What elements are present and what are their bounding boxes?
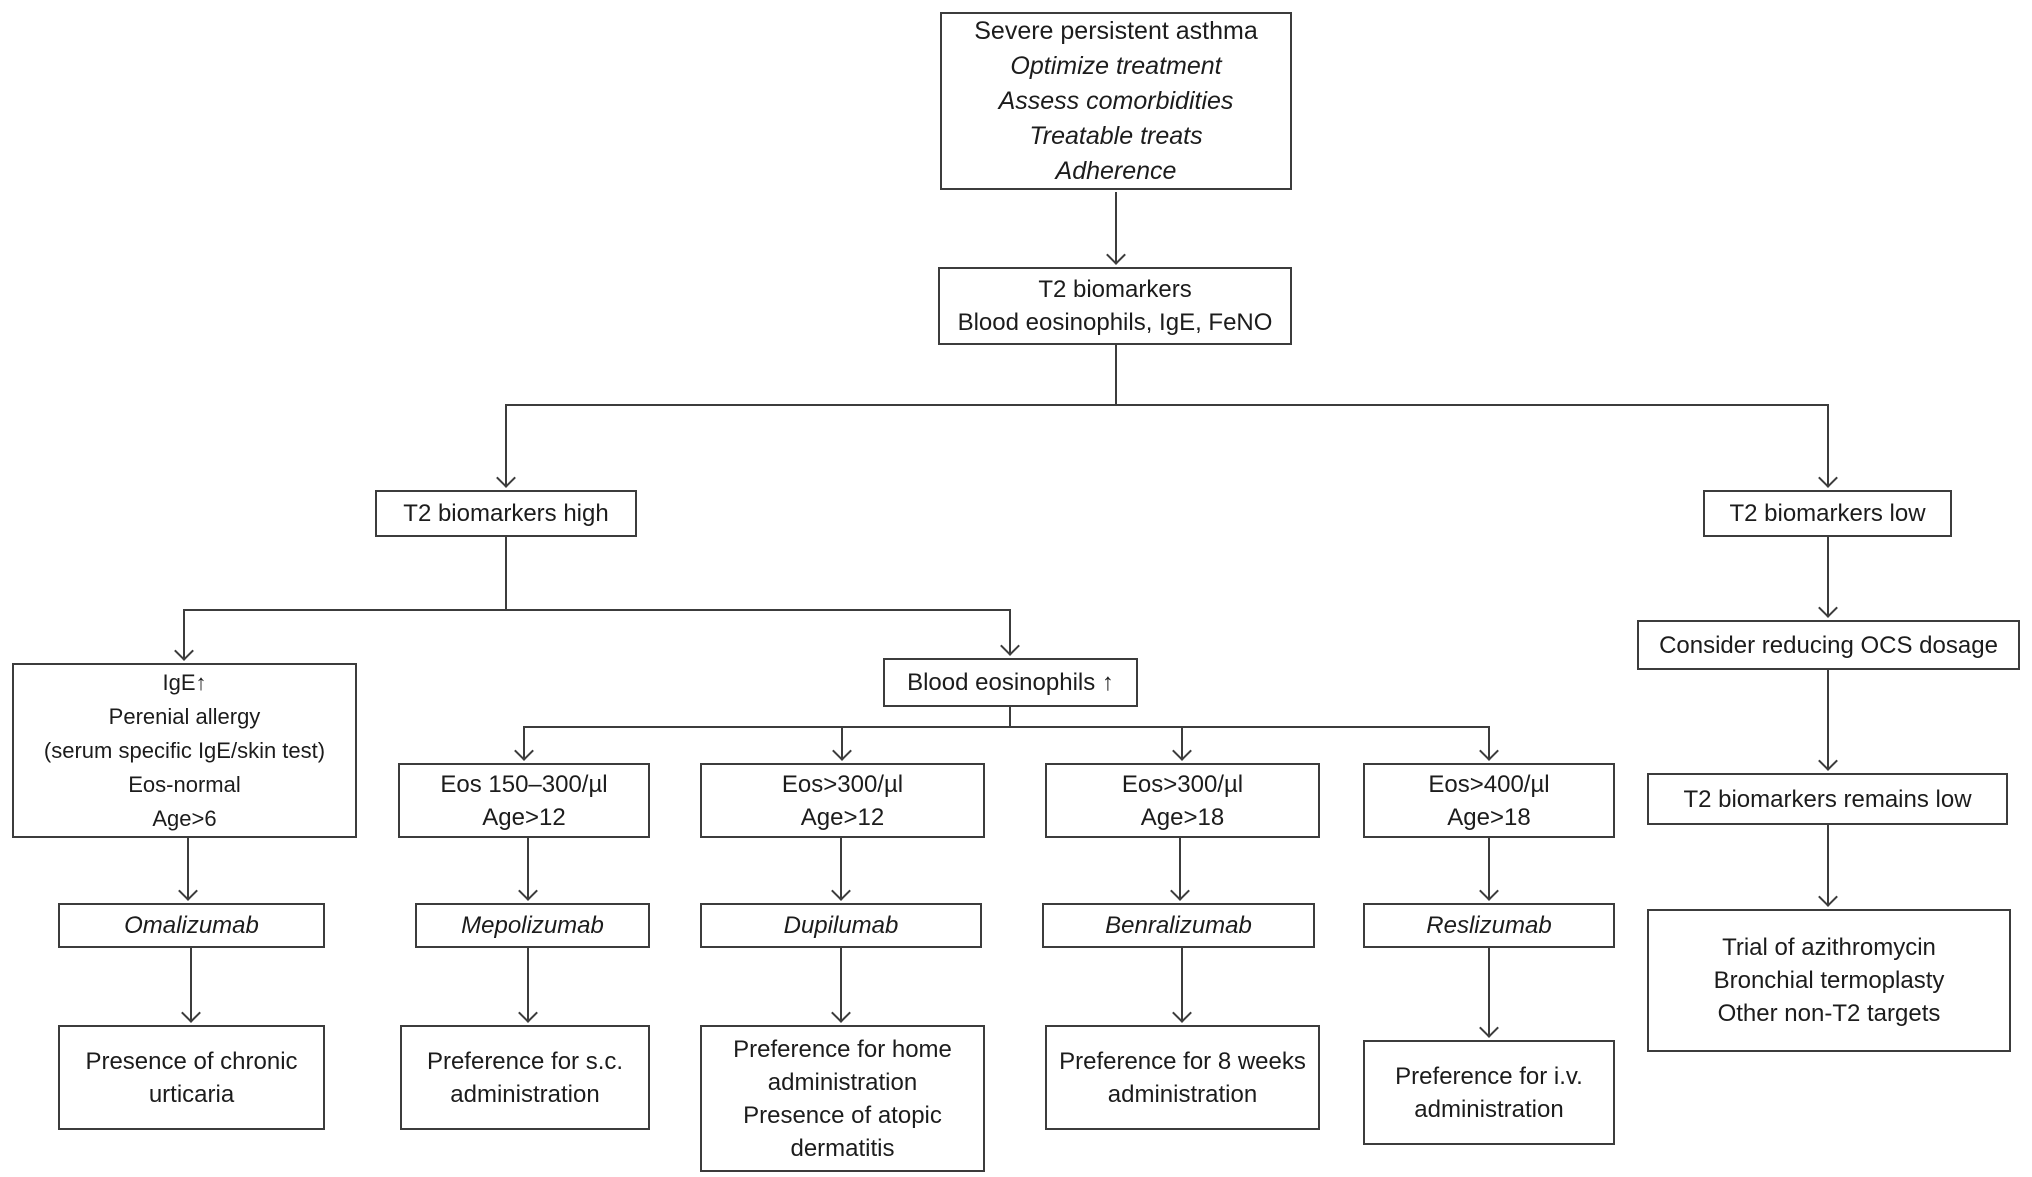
arrow-down-icon — [173, 641, 194, 662]
arrow-down-icon — [1105, 245, 1126, 266]
flow-line-vertical — [1487, 948, 1491, 1036]
arrow-down-icon — [1171, 741, 1192, 762]
node-non-t2-options: Trial of azithromycin Bronchial termopla… — [1647, 909, 2011, 1052]
node-title: Severe persistent asthma — [974, 16, 1258, 45]
flow-line-vertical — [1180, 948, 1184, 1021]
arrow-down-icon — [495, 468, 516, 489]
flow-line-vertical — [840, 727, 844, 759]
node-t2-biomarkers: T2 biomarkers Blood eosinophils, IgE, Fe… — [938, 267, 1292, 345]
flow-line-vertical — [1826, 670, 1830, 769]
flow-line-vertical — [1178, 838, 1182, 899]
node-t2-remains-low: T2 biomarkers remains low — [1647, 773, 2008, 825]
flow-line-vertical — [1114, 192, 1118, 263]
node-outcome-8-weeks: Preference for 8 weeks administration — [1045, 1025, 1320, 1130]
arrow-down-icon — [1817, 598, 1838, 619]
node-outcome-chronic-urticaria: Presence of chronic urticaria — [58, 1025, 325, 1130]
arrow-down-icon — [1478, 741, 1499, 762]
arrow-down-icon — [177, 881, 198, 902]
node-outcome-sc-administration: Preference for s.c. administration — [400, 1025, 650, 1130]
flow-line-vertical — [1826, 405, 1830, 486]
arrow-down-icon — [180, 1003, 201, 1024]
arrow-down-icon — [831, 741, 852, 762]
arrow-down-icon — [1478, 881, 1499, 902]
node-ige-criteria: IgE↑ Perenial allergy (serum specific Ig… — [12, 663, 357, 838]
flow-line-vertical — [839, 948, 843, 1021]
flow-line-vertical — [1008, 707, 1012, 728]
arrow-down-icon — [830, 1003, 851, 1024]
flow-line-horizontal — [504, 403, 1830, 407]
flow-line-vertical — [1826, 825, 1830, 905]
flow-line-vertical — [504, 405, 508, 486]
node-consider-reducing-ocs: Consider reducing OCS dosage — [1637, 620, 2020, 670]
arrow-down-icon — [999, 636, 1020, 657]
arrow-down-icon — [1171, 1003, 1192, 1024]
flow-line-horizontal — [182, 608, 1012, 612]
arrow-down-icon — [1817, 468, 1838, 489]
arrow-down-icon — [513, 741, 534, 762]
arrow-down-icon — [1817, 887, 1838, 908]
flow-line-vertical — [1114, 345, 1118, 406]
arrow-down-icon — [830, 881, 851, 902]
flow-line-vertical — [182, 610, 186, 659]
flow-line-vertical — [526, 948, 530, 1021]
arrow-down-icon — [1817, 751, 1838, 772]
node-details: Optimize treatment Assess comorbidities … — [998, 51, 1234, 185]
flow-line-vertical — [186, 838, 190, 899]
node-t2-biomarkers-low: T2 biomarkers low — [1703, 490, 1952, 537]
flow-line-vertical — [526, 838, 530, 899]
node-eos-150-300: Eos 150–300/µl Age>12 — [398, 763, 650, 838]
arrow-down-icon — [1478, 1018, 1499, 1039]
flow-line-vertical — [1826, 537, 1830, 616]
node-drug-mepolizumab: Mepolizumab — [415, 903, 650, 948]
arrow-down-icon — [517, 1003, 538, 1024]
arrow-down-icon — [1169, 881, 1190, 902]
node-outcome-home-administration: Preference for home administration Prese… — [700, 1025, 985, 1172]
node-eos-300-age18: Eos>300/µl Age>18 — [1045, 763, 1320, 838]
node-drug-dupilumab: Dupilumab — [700, 903, 982, 948]
flow-line-vertical — [1180, 727, 1184, 759]
node-outcome-iv-administration: Preference for i.v. administration — [1363, 1040, 1615, 1145]
node-eos-400-age18: Eos>400/µl Age>18 — [1363, 763, 1615, 838]
flow-line-vertical — [522, 727, 526, 759]
flow-line-horizontal — [522, 725, 1491, 729]
flow-line-vertical — [1008, 610, 1012, 654]
node-drug-benralizumab: Benralizumab — [1042, 903, 1315, 948]
flow-line-vertical — [839, 838, 843, 899]
node-drug-omalizumab: Omalizumab — [58, 903, 325, 948]
flow-line-vertical — [504, 537, 508, 611]
flow-line-vertical — [1487, 727, 1491, 759]
arrow-down-icon — [517, 881, 538, 902]
flow-line-vertical — [1487, 838, 1491, 899]
node-t2-biomarkers-high: T2 biomarkers high — [375, 490, 637, 537]
flow-line-vertical — [189, 948, 193, 1021]
node-eos-300-age12: Eos>300/µl Age>12 — [700, 763, 985, 838]
node-severe-persistent-asthma: Severe persistent asthma Optimize treatm… — [940, 12, 1292, 190]
node-drug-reslizumab: Reslizumab — [1363, 903, 1615, 948]
node-blood-eosinophils: Blood eosinophils ↑ — [883, 658, 1138, 707]
